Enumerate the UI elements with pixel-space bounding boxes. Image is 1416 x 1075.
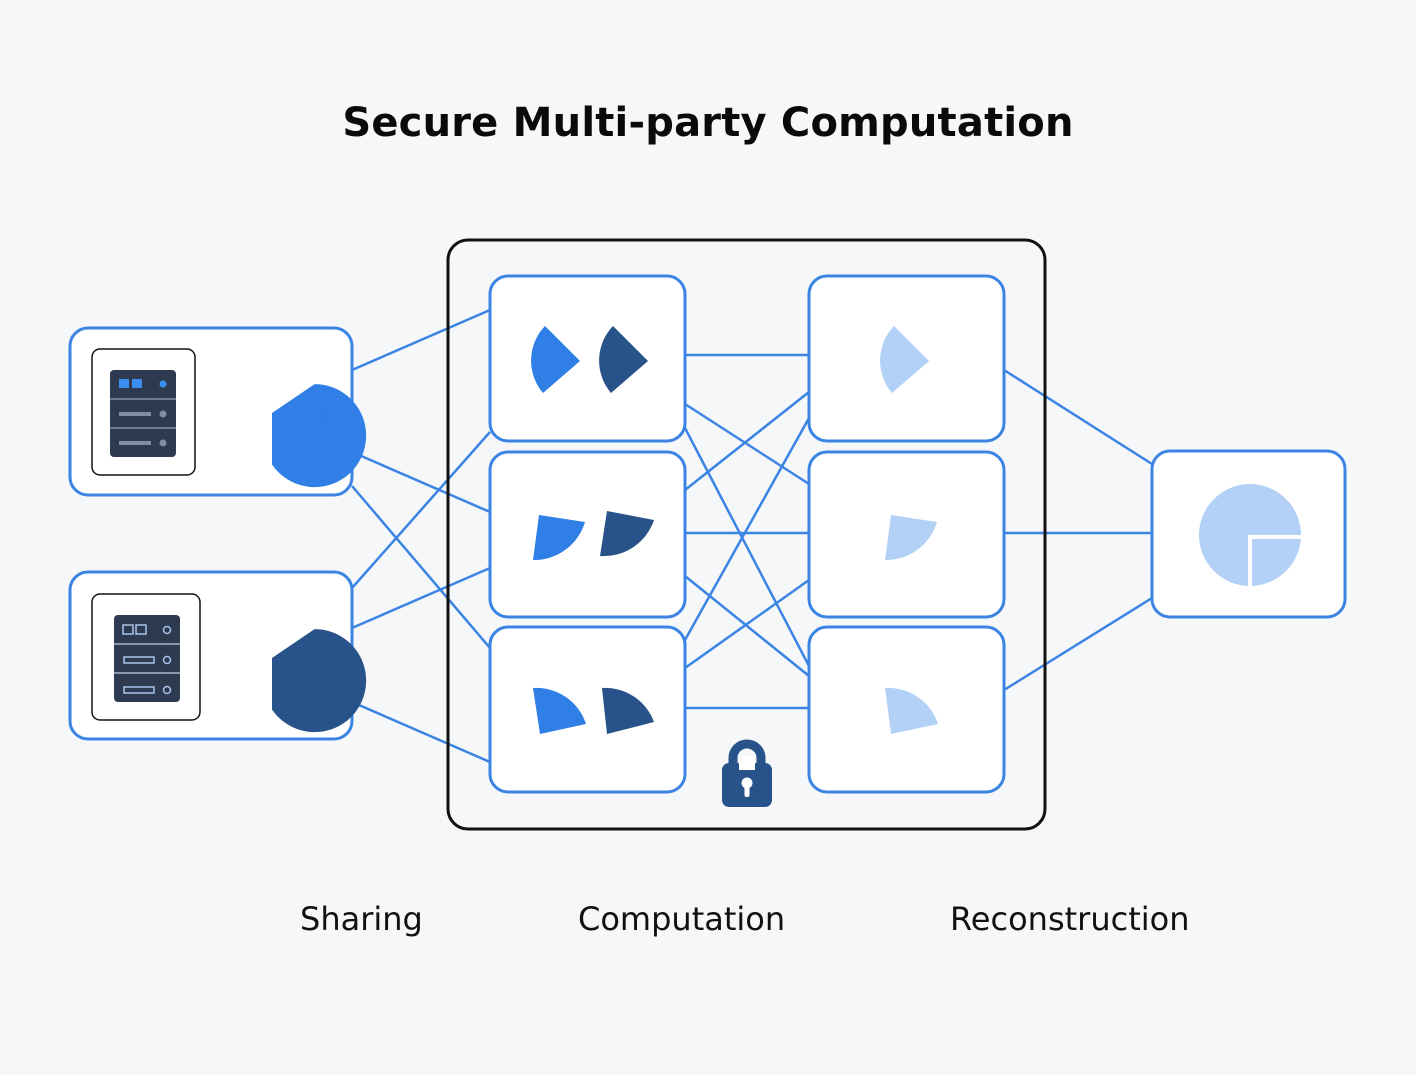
compute-node-5 — [807, 450, 1006, 619]
connector — [683, 427, 811, 667]
connector — [351, 566, 491, 630]
server-icon — [91, 348, 196, 476]
stage-label-sharing: Sharing — [300, 900, 423, 938]
reconstructed-pie — [1199, 484, 1302, 586]
server-icon — [91, 593, 201, 721]
result-node — [1150, 449, 1347, 619]
connector — [1003, 596, 1153, 692]
compute-node-3 — [488, 625, 687, 794]
connector — [684, 391, 810, 491]
connector — [683, 417, 811, 641]
compute-node-1 — [488, 274, 687, 443]
secret-pie-a — [272, 384, 367, 488]
connector — [684, 402, 810, 486]
connector — [351, 308, 491, 372]
secure-enclosure — [446, 238, 1047, 831]
connector — [351, 450, 491, 514]
connector — [351, 485, 491, 649]
connector — [684, 578, 810, 670]
compute-node-6 — [807, 625, 1006, 794]
diagram-title: Secure Multi-party Computation — [342, 100, 1074, 146]
secret-pie-b — [272, 629, 367, 733]
party-a — [68, 326, 367, 497]
stage-label-computation: Computation — [578, 900, 786, 938]
lock-icon — [722, 739, 772, 807]
stage-label-reconstruction: Reconstruction — [950, 900, 1190, 938]
compute-node-2 — [488, 450, 687, 619]
connector — [351, 431, 491, 589]
connectors — [351, 308, 1153, 764]
compute-node-4 — [807, 274, 1006, 443]
connector — [684, 575, 810, 677]
party-b — [68, 570, 367, 741]
connector — [1003, 368, 1153, 466]
connector — [351, 700, 491, 764]
